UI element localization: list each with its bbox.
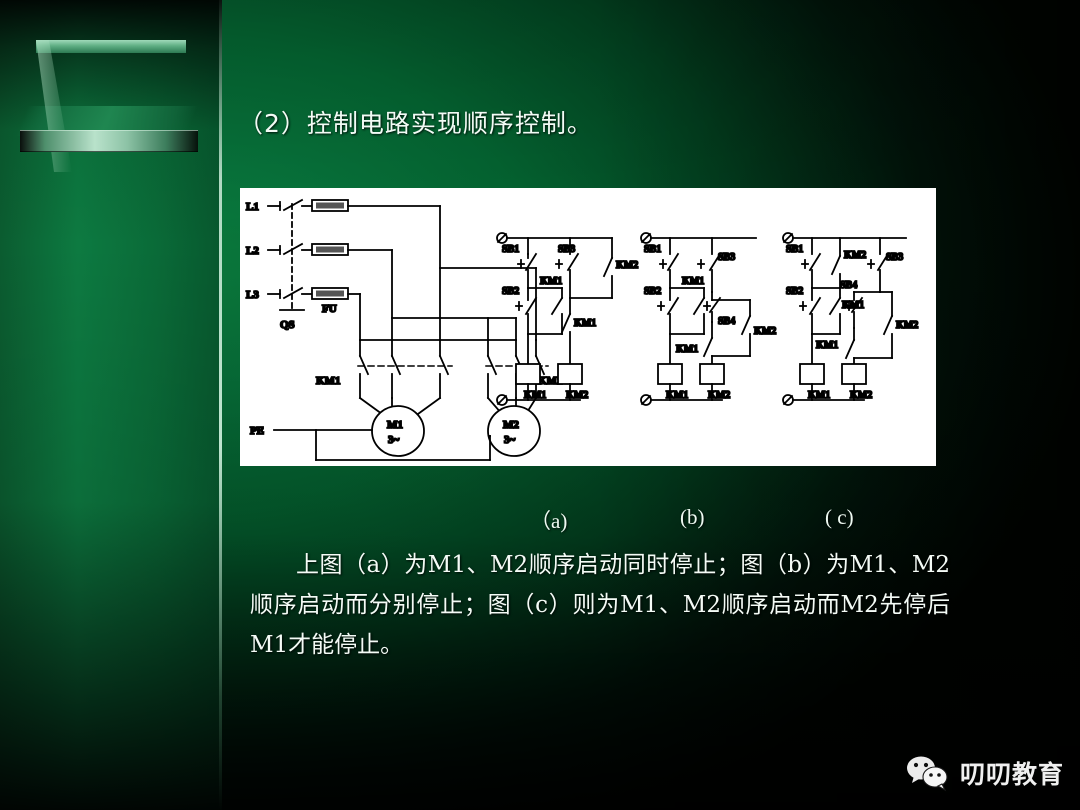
logo-horizontal-bar xyxy=(20,130,198,152)
body-paragraph: 上图（a）为M1、M2顺序启动同时停止；图（b）为M1、M2顺序启动而分别停止；… xyxy=(250,545,950,665)
label-a-SB2: SB2 xyxy=(502,286,519,297)
caption-a: （a) xyxy=(530,509,568,533)
wechat-icon xyxy=(906,756,948,792)
label-c-KM2-aux: KM2 xyxy=(844,250,866,261)
label-c-KM1-coil: KM1 xyxy=(808,390,830,401)
label-b-KM1-coil: KM1 xyxy=(666,390,688,401)
label-b-SB4: SB4 xyxy=(718,316,735,327)
body-paragraph-text: 上图（a）为M1、M2顺序启动同时停止；图（b）为M1、M2顺序启动而分别停止；… xyxy=(250,552,950,658)
label-b-KM1-aux: KM1 xyxy=(676,344,698,355)
label-FU: FU xyxy=(322,303,337,315)
label-b-SB1: SB1 xyxy=(644,244,661,255)
label-L3: L3 xyxy=(246,289,259,301)
label-M1-type: 3~ xyxy=(388,434,400,446)
page-title: （2）控制电路实现顺序控制。 xyxy=(238,109,593,138)
label-QS: QS xyxy=(280,319,295,331)
label-a-KM1-coil: KM1 xyxy=(524,390,546,401)
label-c-KM1-aux: KM1 xyxy=(816,340,838,351)
label-c-SB1: SB1 xyxy=(786,244,803,255)
label-a-KM1-seal: KM1 xyxy=(540,276,562,287)
label-b-KM1-seal: KM1 xyxy=(682,276,704,287)
caption-c: ( c) xyxy=(825,505,854,529)
label-a-KM1-aux: KM1 xyxy=(574,318,596,329)
label-M2: M2 xyxy=(503,419,519,431)
caption-b: (b) xyxy=(680,505,705,529)
label-b-KM2-seal: KM2 xyxy=(754,326,776,337)
label-a-KM2-aux: KM2 xyxy=(616,260,638,271)
sidebar-edge-line xyxy=(219,0,222,810)
label-c-SB3: SB3 xyxy=(886,252,903,263)
label-L2: L2 xyxy=(246,245,259,257)
label-a-SB3: SB3 xyxy=(558,244,575,255)
label-a-SB1: SB1 xyxy=(502,244,519,255)
figure-captions: （a) (b) ( c) xyxy=(240,505,940,539)
label-c-KM2-coil: KM2 xyxy=(850,390,872,401)
label-b-SB2: SB2 xyxy=(644,286,661,297)
label-c-SB4: SB4 xyxy=(840,280,857,291)
label-M1: M1 xyxy=(387,419,403,431)
label-M2-type: 3~ xyxy=(504,434,516,446)
label-a-KM2-coil: KM2 xyxy=(566,390,588,401)
inverted-triangle-logo xyxy=(15,14,206,184)
label-L1: L1 xyxy=(246,201,259,213)
watermark-text: 叨叨教育 xyxy=(959,760,1064,789)
label-c-KM2-seal: KM2 xyxy=(896,320,918,331)
label-KM1-contactor: KM1 xyxy=(316,375,340,387)
label-b-SB3: SB3 xyxy=(718,252,735,263)
label-b-KM2-coil: KM2 xyxy=(708,390,730,401)
watermark: 叨叨教育 xyxy=(904,754,1064,792)
circuit-diagram-panel: L1 L2 L3 xyxy=(240,188,936,466)
label-PE: PE xyxy=(250,425,264,437)
logo-triangle-top-bevel xyxy=(36,40,186,53)
label-c-SB2: SB2 xyxy=(786,286,803,297)
